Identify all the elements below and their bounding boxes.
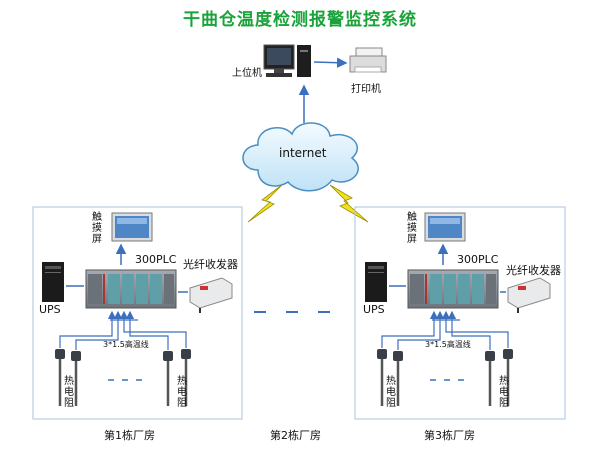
cable-label: 3*1.5高温线 bbox=[103, 340, 149, 349]
fiber-transceiver-label: 光纤收发器 bbox=[183, 258, 238, 271]
touch-screen-icon bbox=[111, 212, 153, 242]
fiber-transceiver-icon bbox=[507, 277, 551, 313]
plc-rack-icon bbox=[85, 269, 177, 309]
sensor-label-1: 热电阻 bbox=[64, 376, 74, 409]
rtd-sensors bbox=[377, 349, 513, 406]
cloud-label: internet bbox=[279, 146, 327, 160]
sensor-label-2: 热电阻 bbox=[177, 376, 187, 409]
page-title: 干曲仓温度检测报警监控系统 bbox=[183, 10, 417, 30]
printer-label: 打印机 bbox=[351, 84, 381, 95]
lightning-right-icon bbox=[329, 184, 369, 223]
sensor-label-2: 热电阻 bbox=[499, 376, 509, 409]
printer-icon bbox=[349, 47, 387, 73]
internet-cloud bbox=[242, 122, 359, 192]
plant-1-equipment bbox=[42, 212, 233, 406]
plc-rack-icon bbox=[407, 269, 499, 309]
plant-3-equipment bbox=[365, 212, 551, 406]
touch-screen-label: 触摸屏 bbox=[92, 212, 102, 245]
rtd-sensors bbox=[55, 349, 191, 406]
ups-label: UPS bbox=[363, 303, 385, 316]
plant-3-label: 第3栋厂房 bbox=[424, 429, 475, 442]
host-printer-arrow bbox=[313, 57, 348, 68]
ups-icon bbox=[365, 262, 387, 302]
ups-label: UPS bbox=[39, 303, 61, 316]
ups-icon bbox=[42, 262, 64, 302]
plant-2-label: 第2栋厂房 bbox=[270, 429, 321, 442]
lightning-left-icon bbox=[247, 184, 283, 223]
plant-1-boundary bbox=[32, 206, 243, 420]
fiber-transceiver-label: 光纤收发器 bbox=[506, 264, 561, 277]
fiber-transceiver-icon bbox=[189, 277, 233, 313]
host-computer-icon bbox=[263, 44, 311, 77]
plc-label: 300PLC bbox=[135, 253, 177, 266]
plc-label: 300PLC bbox=[457, 253, 499, 266]
plant-1-label: 第1栋厂房 bbox=[104, 429, 155, 442]
touch-screen-icon bbox=[424, 212, 466, 242]
host-label: 上位机 bbox=[232, 68, 262, 79]
sensor-label-1: 热电阻 bbox=[386, 376, 396, 409]
plant-3-boundary bbox=[354, 206, 566, 420]
cable-label: 3*1.5高温线 bbox=[425, 340, 471, 349]
touch-screen-label: 触摸屏 bbox=[407, 212, 417, 245]
